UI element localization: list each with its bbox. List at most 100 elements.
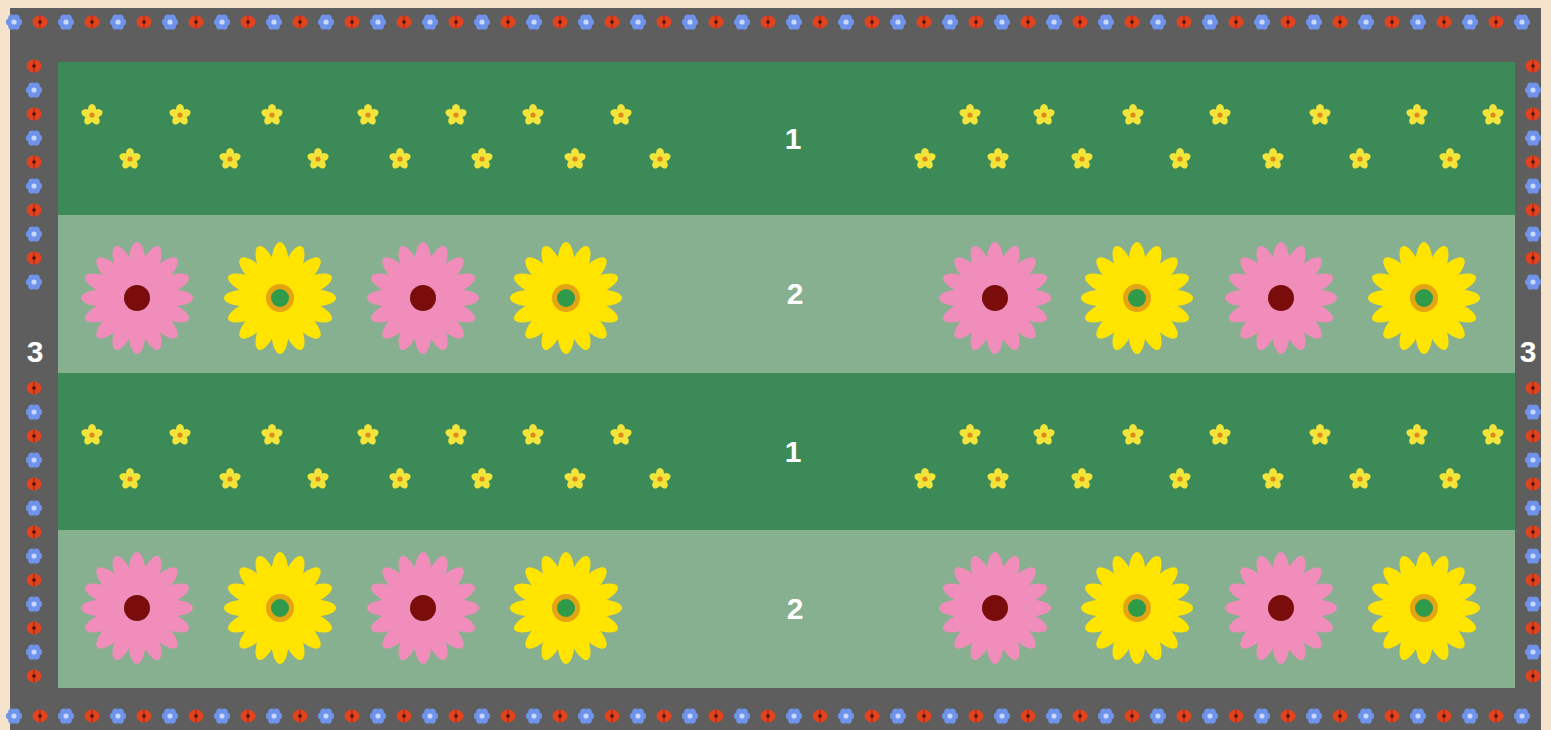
flower-center xyxy=(662,20,666,24)
petal xyxy=(1021,710,1036,723)
petal xyxy=(1125,16,1140,29)
flower-center xyxy=(32,64,36,68)
blue-flower xyxy=(26,83,42,98)
flower-center xyxy=(115,19,120,24)
flower-center xyxy=(1530,553,1535,558)
petal xyxy=(1526,60,1541,73)
flower-center xyxy=(1390,20,1394,24)
petal xyxy=(1073,710,1088,723)
blue-flower xyxy=(58,709,74,724)
large-flower xyxy=(1225,242,1337,354)
flower-center xyxy=(1103,19,1108,24)
blue-flower xyxy=(890,709,906,724)
petal xyxy=(553,16,568,29)
blue-flower xyxy=(6,709,22,724)
blue-flower xyxy=(1098,15,1114,30)
petal xyxy=(27,252,42,265)
blue-flower xyxy=(1525,179,1541,194)
blue-flower xyxy=(26,645,42,660)
petal xyxy=(1252,243,1285,290)
red-poppy xyxy=(293,16,308,29)
small-yellow-flower xyxy=(1308,104,1331,126)
red-poppy xyxy=(1526,622,1541,635)
flower-center xyxy=(947,713,952,718)
flower-center xyxy=(1078,714,1082,718)
flower-center xyxy=(557,289,575,307)
flower-center xyxy=(967,432,972,437)
petal xyxy=(33,710,48,723)
petal xyxy=(33,16,48,29)
small-yellow-flower xyxy=(1261,148,1284,170)
flower-center xyxy=(999,19,1004,24)
flower-center xyxy=(982,285,1008,311)
petal xyxy=(1526,108,1541,121)
planting-row xyxy=(58,530,1515,688)
red-poppy xyxy=(137,710,152,723)
petal xyxy=(1021,16,1036,29)
red-poppy xyxy=(1526,430,1541,443)
petal xyxy=(85,710,100,723)
flower-center xyxy=(1531,256,1535,260)
red-poppy xyxy=(241,710,256,723)
red-poppy xyxy=(969,16,984,29)
flower-center xyxy=(323,713,328,718)
red-poppy xyxy=(761,16,776,29)
flower-center xyxy=(246,20,250,24)
red-poppy xyxy=(1333,16,1348,29)
petal xyxy=(189,710,204,723)
blue-flower xyxy=(26,131,42,146)
small-yellow-flower xyxy=(648,468,671,490)
red-poppy xyxy=(865,710,880,723)
large-flower xyxy=(939,552,1051,664)
petal xyxy=(969,710,984,723)
flower-center xyxy=(1128,289,1146,307)
red-poppy xyxy=(27,156,42,169)
petal xyxy=(251,243,284,290)
flower-center xyxy=(1531,386,1535,390)
petal xyxy=(1526,430,1541,443)
flower-center xyxy=(1268,595,1294,621)
blue-flower xyxy=(526,709,542,724)
flower-center xyxy=(1041,432,1046,437)
flower-center xyxy=(1217,112,1222,117)
red-poppy xyxy=(605,16,620,29)
small-yellow-flower xyxy=(388,148,411,170)
flower-center xyxy=(1268,285,1294,311)
blue-flower xyxy=(318,709,334,724)
small-yellow-flower xyxy=(470,468,493,490)
blue-flower xyxy=(1202,709,1218,724)
flower-center xyxy=(687,19,692,24)
flower-center xyxy=(1531,530,1535,534)
flower-center xyxy=(427,713,432,718)
petal xyxy=(1229,710,1244,723)
petal xyxy=(657,710,672,723)
large-flower xyxy=(224,552,336,664)
petal xyxy=(537,243,570,290)
red-poppy xyxy=(27,478,42,491)
blue-flower xyxy=(26,179,42,194)
flower-center xyxy=(1026,714,1030,718)
flower-ring xyxy=(266,594,294,622)
flower-center xyxy=(227,476,232,481)
flower-center xyxy=(818,20,822,24)
flower-center xyxy=(1078,20,1082,24)
petal xyxy=(108,553,141,600)
border-band: 331212 xyxy=(10,8,1541,730)
flower-center xyxy=(90,20,94,24)
large-flower xyxy=(1081,242,1193,354)
planting-row: 2 xyxy=(58,530,1515,688)
planting-row: 1 xyxy=(58,62,1515,215)
flower-center xyxy=(115,713,120,718)
flower-center xyxy=(1415,599,1433,617)
petal xyxy=(657,16,672,29)
flower-center xyxy=(124,285,150,311)
small-yellow-flower xyxy=(80,104,103,126)
flower-center xyxy=(572,476,577,481)
blue-flower xyxy=(1306,15,1322,30)
flower-center xyxy=(974,714,978,718)
red-poppy xyxy=(1526,478,1541,491)
small-yellow-flower xyxy=(521,424,544,446)
petal xyxy=(1177,710,1192,723)
flower-center xyxy=(453,112,458,117)
